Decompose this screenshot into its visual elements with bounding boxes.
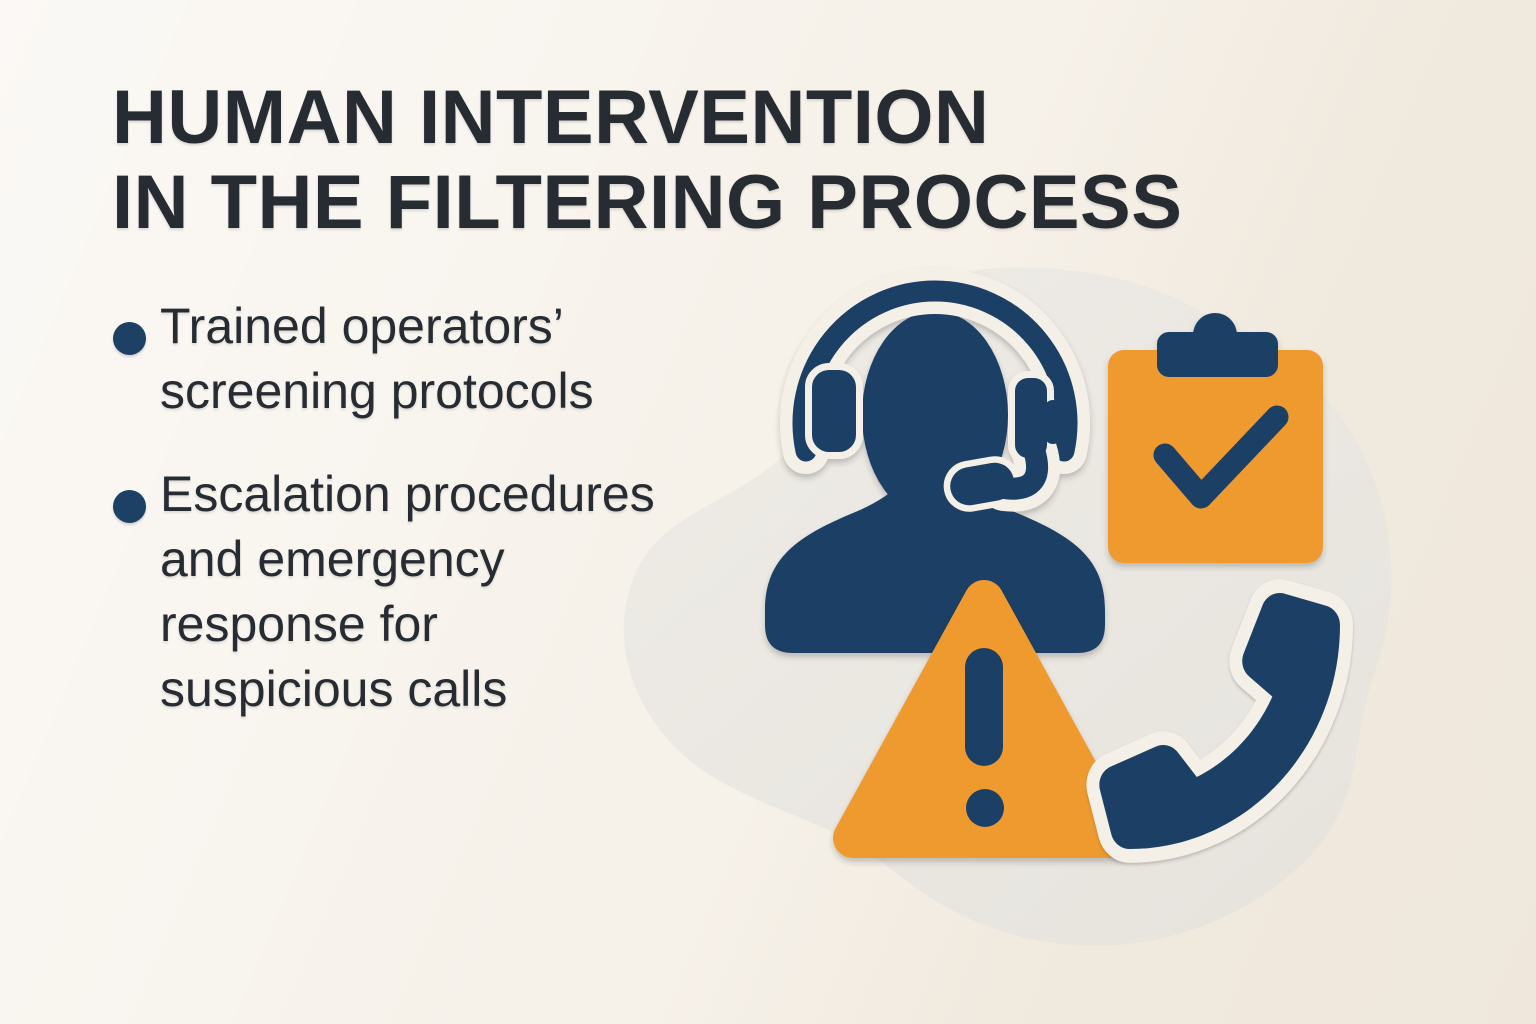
bullet-1-line-1: Trained operators’ [160,298,564,354]
page-title: HUMAN INTERVENTION IN THE FILTERING PROC… [112,75,1182,245]
clipboard-check-icon [1108,313,1323,563]
exclamation-dot [966,789,1004,827]
warning-triangle-icon [833,580,1135,858]
bullet-dot [113,322,146,355]
bullet-2-line-1: Escalation procedures [160,466,655,522]
bullet-2-line-3: response for [160,596,438,652]
check-mark [1153,405,1289,509]
bullet-list: Trained operators’ screening protocols E… [113,294,655,760]
clipboard-clip [1157,332,1278,377]
clipboard-board [1108,350,1323,563]
bullet-2-line-4: suspicious calls [160,661,508,717]
bullet-1-line-2: screening protocols [160,363,594,419]
exclamation-bar [965,648,1003,766]
headset-operator-icon [765,268,1105,653]
title-line-2: IN THE FILTERING PROCESS [112,160,1183,245]
phone-handset-icon [1086,579,1353,863]
bullet-dot [113,490,146,523]
bullet-item-1: Trained operators’ screening protocols [113,294,655,424]
bullet-text-2: Escalation procedures and emergency resp… [160,462,655,722]
title-line-1: HUMAN INTERVENTION [112,75,990,160]
bullet-text-1: Trained operators’ screening protocols [160,294,594,424]
illustration [623,267,1392,946]
bullet-item-2: Escalation procedures and emergency resp… [113,462,655,722]
bullet-2-line-2: and emergency [160,531,505,587]
